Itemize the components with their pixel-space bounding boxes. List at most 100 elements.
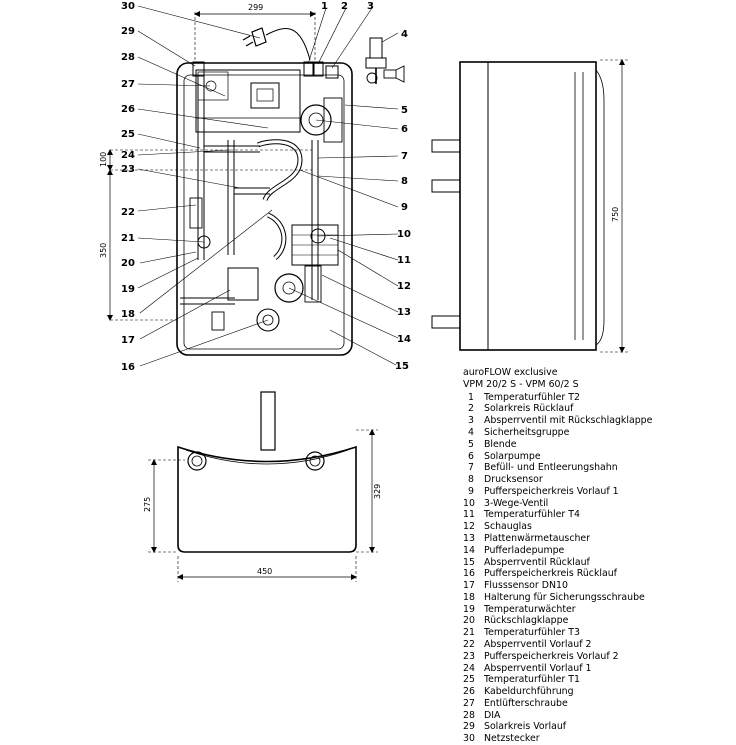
top-housing [177,445,357,553]
callout-22: 22 [121,207,135,218]
callout-16: 16 [121,362,135,373]
legend-item-number: 17 [463,580,475,592]
legend-item-number: 11 [463,509,475,521]
legend-item-label: Solarkreis Rücklauf [484,403,574,415]
callout-19: 19 [121,284,135,295]
dim-depth-275: 275 [143,497,152,512]
legend-item-label: Temperaturfühler T2 [484,391,580,403]
callout-8: 8 [401,176,408,187]
callout-25: 25 [121,129,135,140]
legend-item-label: Sicherheitsgruppe [484,426,570,438]
legend-item-label: Flusssensor DN10 [484,580,568,592]
callout-13: 13 [397,307,411,318]
legend-item: 18 Halterung für Sicherungsschraube [463,592,733,604]
legend-item-number: 14 [463,544,475,556]
legend-item-label: Entlüfterschraube [484,697,568,709]
port-29 [192,61,205,77]
front-housing [176,62,353,356]
hose-upper [257,139,303,202]
legend-item-number: 19 [463,603,475,615]
legend-item: 21 Temperaturfühler T3 [463,627,733,639]
legend-item-number: 25 [463,674,475,686]
callout-10: 10 [397,229,411,240]
legend-item-label: Solarpumpe [484,450,541,462]
legend-item-label: Halterung für Sicherungsschraube [484,591,645,603]
power-plug [242,27,311,61]
legend-item-label: Drucksensor [484,474,543,486]
legend-item: 23 Pufferspeicherkreis Vorlauf 2 [463,651,733,663]
legend-item-label: Pufferspeicherkreis Vorlauf 1 [484,485,619,497]
port-1 [303,61,314,77]
legend-item-label: Temperaturfühler T3 [484,627,580,639]
front-view [176,27,405,356]
side-housing [459,61,597,351]
legend-item-label: Pufferspeicherkreis Vorlauf 2 [484,650,619,662]
legend-item: 11 Temperaturfühler T4 [463,509,733,521]
flow-sensor [227,267,259,301]
legend-item-number: 20 [463,615,475,627]
legend-item-label: Kabeldurchführung [484,686,574,698]
legend-item-label: Netzstecker [484,733,540,745]
callout-2: 2 [341,1,348,12]
legend-item-label: Blende [484,438,517,450]
callout-11: 11 [397,255,411,266]
product-name: auroFLOW exclusive [463,367,558,378]
dim-width-top: 299 [248,3,263,12]
legend-item-label: Absperrventil mit Rückschlagklappe [484,415,653,427]
legend-item-number: 9 [468,485,474,497]
legend-item-label: DIA [484,709,501,721]
legend-item-label: 3-Wege-Ventil [484,497,549,509]
legend-item-number: 16 [463,568,475,580]
legend-item-number: 28 [463,709,475,721]
buffer-pump [274,273,304,303]
callout-12: 12 [397,281,411,292]
parts-legend: auroFLOW exclusive VPM 20/2 S - VPM 60/2… [463,367,733,745]
legend-item-number: 3 [468,415,474,427]
callout-7: 7 [401,151,408,162]
reference-lines [110,12,316,321]
legend-item: 2 Solarkreis Rücklauf [463,403,733,415]
callout-1: 1 [321,1,328,12]
legend-item-number: 7 [468,462,474,474]
legend-item-number: 13 [463,532,475,544]
top-connection-left [187,451,207,471]
legend-item-number: 23 [463,650,475,662]
callout-5: 5 [401,105,408,116]
legend-item-number: 10 [463,497,475,509]
legend-item: 9 Pufferspeicherkreis Vorlauf 1 [463,486,733,498]
legend-item-number: 26 [463,686,475,698]
legend-item-number: 2 [468,403,474,415]
control-module [195,69,301,133]
front-dimensions [107,11,316,321]
top-connection-right [305,451,325,471]
legend-item: 10 3-Wege-Ventil [463,498,733,510]
legend-item: 20 Rückschlagklappe [463,615,733,627]
legend-item-number: 18 [463,591,475,603]
front-inner-frame [183,74,345,350]
legend-item-number: 12 [463,521,475,533]
legend-item-label: Pufferspeicherkreis Rücklauf [484,568,617,580]
legend-item-label: Temperaturwächter [484,603,576,615]
legend-item-label: Rückschlagklappe [484,615,569,627]
dim-depth-329: 329 [373,484,382,499]
product-models: VPM 20/2 S - VPM 60/2 S [463,378,579,390]
callout-15: 15 [395,361,409,372]
side-pipe-stubs [431,139,461,329]
dia-display [250,82,280,109]
legend-item-number: 21 [463,627,475,639]
legend-item-label: Temperaturfühler T4 [484,509,580,521]
legend-item-label: Absperrventil Vorlauf 2 [484,639,592,650]
